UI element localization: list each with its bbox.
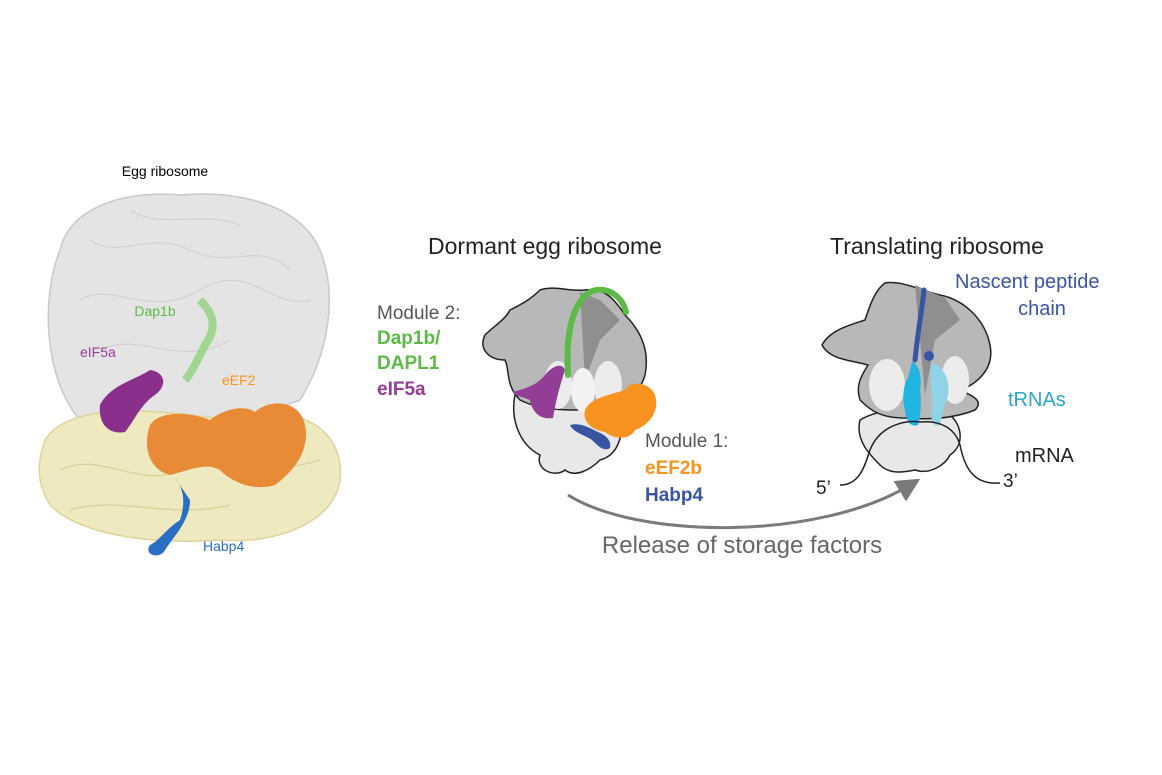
label-eif5a: eIF5a — [80, 344, 116, 360]
translating-title: Translating ribosome — [830, 233, 1044, 259]
module1-heading: Module 1: — [645, 431, 728, 452]
translating-ribosome-diagram: Translating ribosome Nascent peptide cha… — [816, 233, 1100, 499]
mrna-label: mRNA — [1015, 445, 1075, 467]
trna-p-site — [903, 362, 921, 426]
label-eef2: eEF2 — [222, 372, 256, 388]
nascent-label-line1: Nascent peptide — [955, 271, 1100, 293]
mrna-strand — [839, 420, 1001, 486]
eef2-density — [146, 403, 306, 488]
trnas-label: tRNAs — [1008, 389, 1066, 411]
module1-habp4: Habp4 — [645, 485, 704, 506]
module2-dapl1: DAPL1 — [377, 353, 440, 374]
three-prime-label: 3’ — [1003, 471, 1018, 492]
habp4-density — [148, 478, 190, 556]
release-label: Release of storage factors — [602, 532, 882, 559]
release-arrow: Release of storage factors — [567, 478, 921, 559]
nascent-peptide-shape — [912, 287, 927, 363]
module2-eif5a: eIF5a — [377, 379, 426, 400]
eef2b-shape — [584, 383, 657, 438]
module1-eef2b: eEF2b — [645, 458, 702, 479]
dap1b-density — [182, 297, 217, 383]
module2-heading: Module 2: — [377, 303, 460, 324]
five-prime-label: 5’ — [816, 478, 831, 499]
module2-dap1b: Dap1b/ — [377, 328, 441, 349]
label-habp4: Habp4 — [203, 538, 244, 554]
structure-title: Egg ribosome — [122, 163, 209, 179]
dormant-ribosome-diagram: Dormant egg ribosome Module 2: Dap1b/ DA… — [377, 233, 728, 506]
large-subunit-rna — [47, 193, 330, 425]
dap1b-shape — [564, 286, 629, 378]
nascent-label-line2: chain — [1018, 298, 1066, 320]
dormant-title: Dormant egg ribosome — [428, 233, 662, 259]
eif5a-density — [99, 370, 164, 433]
eif5a-shape — [513, 365, 565, 419]
habp4-shape — [570, 424, 611, 450]
trna-a-site — [930, 362, 949, 426]
egg-ribosome-structure: Egg ribosome Dap1b eIF5a eEF2 Habp4 — [38, 163, 342, 556]
label-dap1b: Dap1b — [134, 303, 175, 319]
